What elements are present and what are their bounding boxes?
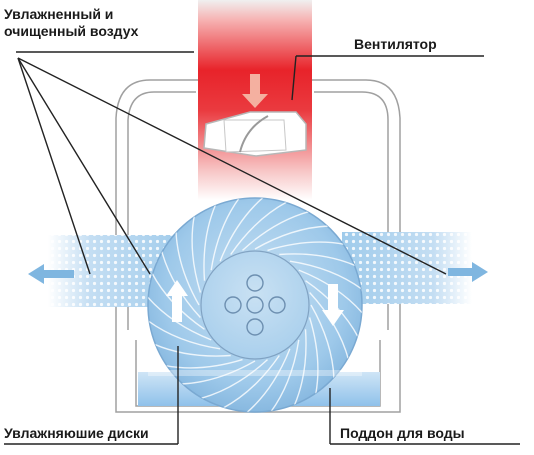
disc-swirl [289,260,362,290]
disc-swirl [219,198,264,262]
disc-swirl [175,231,200,306]
discs-label: Увлажняюшие диски [4,425,149,441]
humidified-air-label-line1: Увлажненный и [4,6,114,22]
disc-swirl [254,225,329,250]
humidifying-disc [147,197,363,413]
disc-swirl [165,358,243,369]
disc-swirl [191,215,202,293]
disc-swirl [246,348,291,412]
disc-swirl [148,320,221,350]
disc-swirl [270,339,300,412]
disc-swirl [242,210,310,251]
disc-swirl [293,329,307,406]
disc-swirl [210,198,240,271]
down-arrow-icon [242,74,268,108]
water-tray-label: Поддон для воды [340,425,465,441]
disc-swirl [310,304,335,379]
disc-swirl [308,317,319,395]
disc-swirl [200,359,268,400]
disc-swirl [181,360,256,385]
disc-swirl [203,204,217,281]
humidified-air-label: Увлажненный и очищенный воздух [4,6,138,40]
disc-swirl [222,355,280,409]
left-arrow-icon [28,264,74,284]
down-arrow-icon [322,284,344,326]
humidified-air-label-line2: очищенный воздух [4,23,139,39]
disc-swirl [279,253,356,267]
right-arrow-icon [448,262,488,282]
leader-lines [4,51,520,445]
up-arrow-icon [166,280,188,322]
fan [203,111,307,157]
disc-swirl [309,292,350,360]
fan-label: Вентилятор [354,36,437,52]
disc-swirl [230,201,288,255]
disc-swirl [154,343,231,357]
disc-swirl [267,241,345,252]
